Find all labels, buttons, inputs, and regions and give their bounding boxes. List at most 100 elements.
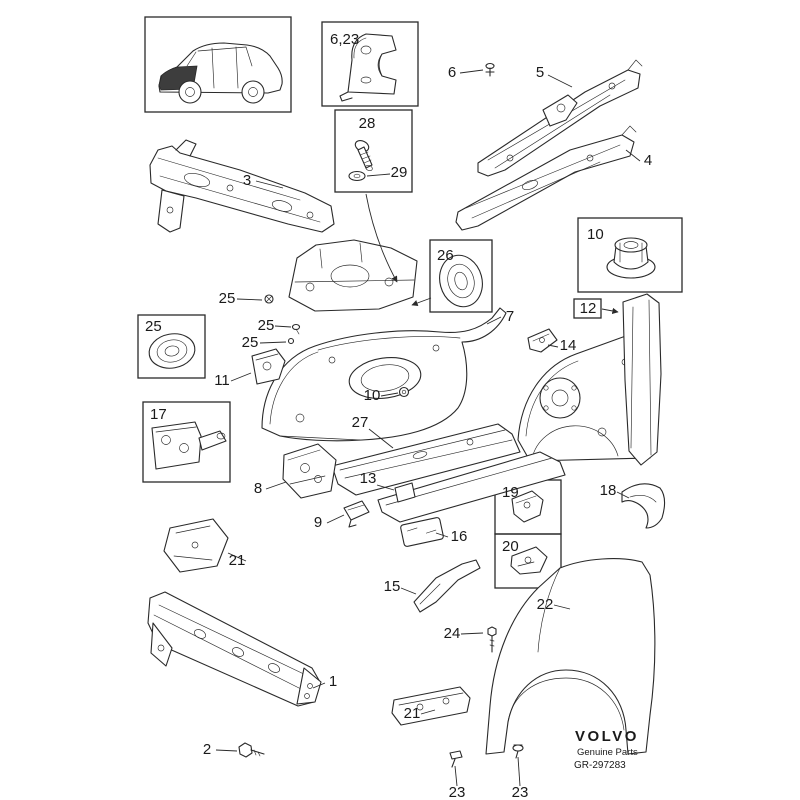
leader-line [368, 428, 394, 449]
part-14-bracket [527, 328, 558, 353]
volvo-wordmark: VOLVO [575, 728, 639, 745]
callout-16: 16 [451, 528, 468, 545]
callout-24: 24 [444, 625, 461, 642]
part-8-bracket [282, 443, 337, 499]
callout-frames [137, 16, 683, 589]
callout-25-a: 25 [219, 290, 236, 307]
leader-line [547, 74, 573, 88]
callout-box-25 [137, 314, 206, 379]
leader-line [312, 682, 326, 689]
part-2-bolt [238, 742, 265, 758]
part-25-grommet [148, 333, 196, 369]
part-10-nut [606, 237, 656, 279]
part-29-washer [348, 170, 366, 182]
leader-line [366, 173, 391, 177]
arrow-from-12 [601, 307, 619, 315]
callout-27: 27 [352, 414, 369, 431]
leader-line [227, 552, 247, 562]
callout-2: 2 [203, 741, 211, 758]
part-21-deflector [163, 518, 229, 573]
callout-29: 29 [391, 164, 408, 181]
callout-25-b: 25 [258, 317, 275, 334]
leader-line [517, 756, 521, 787]
callout-4: 4 [644, 152, 652, 169]
arrow-from-26 [411, 297, 432, 306]
part-11-bracket [251, 348, 286, 385]
callout-1: 1 [329, 673, 337, 690]
part-17-bracket [151, 421, 227, 470]
leader-line [380, 392, 399, 397]
leader-line [400, 587, 417, 595]
part-23-clip-right [512, 744, 524, 759]
callout-12: 12 [580, 300, 597, 317]
callout-labels: 6,23 28 29 6 5 4 3 10 26 25 25 25 25 7 1… [145, 31, 652, 800]
wheelhouse-apron [261, 307, 507, 442]
callout-box-17 [142, 401, 231, 483]
genuine-parts-label: Genuine Parts [577, 747, 638, 758]
part-18-bracket [621, 483, 666, 529]
callout-25-c: 25 [242, 334, 259, 351]
callout-8: 8 [254, 480, 262, 497]
part-13-rail [377, 451, 566, 523]
callout-18: 18 [600, 482, 617, 499]
part-1-bumper-beam [147, 591, 322, 707]
part-4-rail [455, 125, 637, 231]
part-5-rail [477, 59, 643, 177]
leader-line [625, 149, 641, 162]
part-12-panel [622, 293, 662, 466]
leader-line [459, 69, 484, 74]
callout-3: 3 [243, 172, 251, 189]
lower-support-assembly [288, 239, 418, 312]
part-22-fender [485, 558, 656, 755]
callout-21-b: 21 [404, 705, 421, 722]
part-28-bolt [354, 140, 373, 172]
part-13-bracket [394, 482, 416, 503]
leader-line [435, 532, 449, 538]
leader-line [547, 344, 559, 348]
part-27-rail [331, 423, 521, 496]
callout-25-box: 25 [145, 318, 162, 335]
leader-line [326, 514, 345, 524]
part-reference: GR-297283 [574, 760, 626, 771]
callout-box-20 [494, 533, 562, 589]
leader-line [236, 298, 263, 301]
part-6-clip [485, 62, 495, 77]
callout-box-6-23 [321, 21, 419, 107]
inner-fender-assembly [517, 320, 657, 462]
leader-line [616, 491, 630, 499]
callout-26: 26 [437, 247, 454, 264]
callout-9: 9 [314, 514, 322, 531]
callout-11: 11 [214, 372, 230, 389]
part-19-bracket [511, 490, 544, 523]
callout-10-box: 10 [587, 226, 604, 243]
callout-5: 5 [536, 64, 544, 81]
part-23-clip-left [449, 750, 463, 768]
leader-line [376, 484, 395, 491]
callout-28: 28 [359, 115, 376, 132]
leader-line [215, 749, 238, 752]
callout-10: 10 [364, 387, 381, 404]
callout-box-26 [429, 239, 493, 313]
part-26-grommet [439, 254, 483, 308]
part-25-fasteners [264, 294, 301, 345]
leader-line [230, 372, 252, 382]
leader-line [454, 765, 458, 787]
leader-line [486, 316, 502, 325]
leader-line [274, 325, 292, 328]
callout-21-a: 21 [229, 552, 246, 569]
callout-23-a: 23 [449, 784, 466, 800]
callout-17: 17 [150, 406, 167, 423]
callout-13: 13 [360, 470, 377, 487]
part-21-plate [391, 686, 471, 726]
arrow-from-28 [365, 193, 398, 283]
branding: VOLVO Genuine Parts GR-297283 [574, 728, 639, 771]
callout-7: 7 [506, 308, 514, 325]
part-16-plate [400, 517, 444, 547]
callout-box-28 [334, 109, 413, 193]
callout-20: 20 [502, 538, 519, 555]
callout-box-10 [577, 217, 683, 293]
callout-22: 22 [537, 596, 554, 613]
callout-6-23: 6,23 [330, 31, 359, 48]
leader-lines [215, 69, 641, 787]
